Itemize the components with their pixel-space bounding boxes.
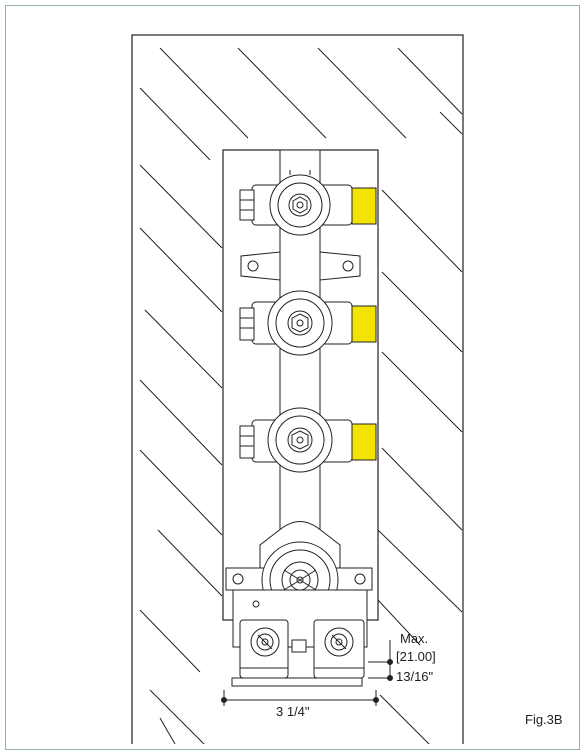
port-yellow-2 xyxy=(351,305,377,343)
port-yellow-1 xyxy=(351,187,377,225)
dimension-mm-label: [21.00] xyxy=(396,649,436,664)
diverter-valve-2 xyxy=(239,290,353,356)
inlet-fitting-left xyxy=(239,619,289,679)
diverter-valve-1 xyxy=(239,170,353,236)
depth-dimension xyxy=(368,640,393,681)
width-dimension xyxy=(221,690,379,706)
mounting-bracket xyxy=(240,251,361,281)
port-yellow-3 xyxy=(351,423,377,461)
dimension-width-label: 3 1/4" xyxy=(276,704,310,719)
inlet-fitting-right xyxy=(313,619,365,679)
dimension-inch-label: 13/16" xyxy=(396,669,434,684)
diverter-valve-3 xyxy=(239,407,353,473)
wall-hatching xyxy=(139,47,463,744)
base-rail xyxy=(231,677,363,687)
wall-outline xyxy=(131,34,464,744)
figure-label: Fig.3B xyxy=(525,712,563,727)
dimension-max-label: Max. xyxy=(400,631,428,646)
thermostatic-body xyxy=(225,521,373,653)
